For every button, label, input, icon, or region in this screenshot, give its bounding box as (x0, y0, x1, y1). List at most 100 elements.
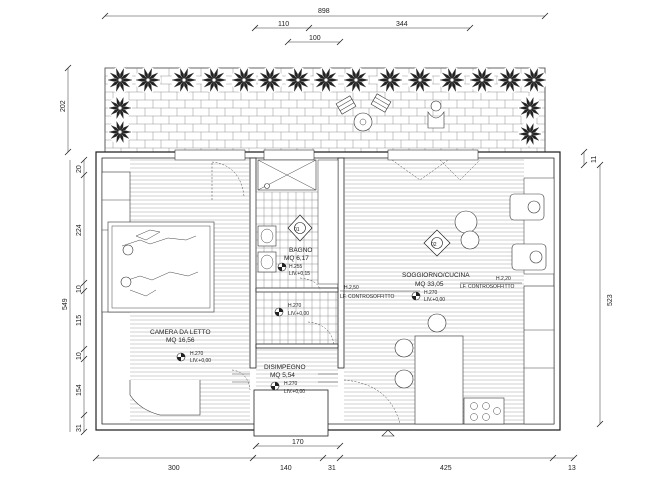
cooktop (463, 397, 505, 425)
dim-bottom-a: 170 (292, 439, 304, 446)
section-marker-living: 02 (423, 229, 451, 257)
living-name: SOGGIORNO/CUCINA (402, 272, 470, 279)
dim-left-g: 31 (76, 424, 83, 432)
deck-chair-right (370, 93, 392, 113)
utility-level-marker (274, 307, 284, 317)
dim-left-terrace: 202 (60, 100, 67, 112)
dimension-ticks (64, 12, 604, 462)
bath-level-marker (277, 262, 287, 272)
plant-icon (107, 67, 133, 93)
kitchen-island (414, 335, 464, 425)
bedroom-door-swing (231, 369, 251, 391)
plant-icon (285, 67, 311, 93)
section-label-bath: 01 (294, 227, 300, 233)
partition-bath-laundry (255, 287, 339, 293)
entrance-arrow-icon (381, 429, 395, 437)
dim-top-total: 898 (318, 8, 330, 15)
dim-left-a: 20 (76, 165, 83, 173)
entrance-door-swing (343, 379, 401, 425)
dimension-lines (67, 15, 601, 459)
dim-bottom-e: 425 (440, 465, 452, 472)
dim-left-total: 549 (62, 298, 69, 310)
hall-height: H.270 (284, 381, 298, 387)
plant-icon (257, 67, 283, 93)
utility-level: LIV.+0,00 (288, 311, 309, 317)
dim-top-b: 344 (396, 21, 408, 28)
living-height: H.270 (424, 290, 438, 296)
plant-icon (313, 67, 339, 93)
bedroom-window-swing (211, 161, 245, 200)
section-label-living: 02 (431, 242, 437, 248)
plant-icon (135, 67, 161, 93)
utility-area: H.270 LIV.+0,00 (255, 291, 338, 345)
utility-door-swing (307, 321, 335, 345)
bath-height: H.255 (289, 264, 303, 270)
ceiling-b-height: H.2,20 (496, 276, 511, 282)
living-area: MQ 33,05 (415, 281, 444, 288)
terrace-table-set (335, 93, 445, 132)
window-living (387, 149, 479, 161)
window-bath (263, 149, 315, 161)
dim-left-c: 10 (76, 285, 83, 293)
bedroom-level: LIV.+0,00 (190, 358, 211, 364)
plant-icon (108, 96, 132, 120)
terrace-round-table (353, 112, 373, 132)
dim-bottom-c: 140 (280, 465, 292, 472)
bath-area: MQ 6,17 (284, 255, 309, 262)
bath-door-swing (299, 277, 321, 291)
hall-area: MQ 5,54 (270, 372, 295, 379)
entrance-bay (253, 389, 329, 437)
bathroom: 01 BAGNO MQ 6,17 H.255 LIV.+0,15 (255, 159, 339, 291)
double-bed (107, 221, 215, 313)
partition-bath-living (337, 157, 345, 369)
utility-tiles (255, 291, 338, 344)
bed-figures (120, 229, 199, 297)
kitchen-counter (523, 285, 555, 425)
plant-icon (518, 122, 542, 146)
partition-bed-bath (249, 157, 257, 369)
stool-1 (427, 313, 447, 333)
plant-icon (377, 67, 403, 93)
bedroom-area: MQ 16,56 (166, 337, 195, 344)
dim-bottom-f: 13 (568, 465, 576, 472)
plant-icon (439, 67, 465, 93)
terrace-table-center (359, 118, 367, 126)
terrace-tiles (104, 67, 545, 152)
dim-bottom-b: 300 (168, 465, 180, 472)
plant-icon (521, 67, 547, 93)
stool-2 (394, 338, 414, 358)
plant-icon (343, 67, 369, 93)
dim-left-e: 10 (76, 352, 83, 360)
section-marker-bath: 01 (287, 214, 313, 242)
plant-icon (407, 67, 433, 93)
living-level-marker (411, 291, 421, 301)
hall-name: DISIMPEGNO (264, 364, 306, 371)
living-kitchen: 02 SOGGIORNO/CUCINA MQ 33,05 H.270 LIV.+… (340, 159, 555, 425)
plant-icon (469, 67, 495, 93)
plant-icon (518, 96, 542, 120)
ceiling-a-label: LF. CONTROSOFFITTO (340, 294, 394, 300)
terrace-plants (107, 67, 547, 146)
dim-left-d: 115 (76, 315, 83, 326)
ceiling-b-label: LF. CONTROSOFFITTO (460, 284, 514, 290)
plant-icon (497, 67, 523, 93)
plant-icon (171, 67, 197, 93)
bath-level: LIV.+0,15 (289, 271, 310, 277)
living-window-swing (391, 159, 481, 181)
bath-name: BAGNO (289, 247, 312, 254)
bedroom: CAMERA DA LETTO MQ 16,56 H.270 LIV.+0,00 (101, 161, 251, 416)
armchair-1 (509, 193, 545, 221)
hall-level-marker (270, 381, 280, 391)
hall-level: LIV.+0,00 (284, 389, 305, 395)
dim-top-c: 100 (309, 35, 321, 42)
dim-top-a: 110 (278, 21, 289, 28)
dining-chairs (394, 313, 447, 389)
hall-threshold-marks (232, 373, 338, 383)
bath-cabinet (317, 159, 339, 285)
dim-right-a: 11 (591, 156, 598, 163)
terrace-person (427, 100, 445, 129)
terrace (104, 67, 547, 153)
partition-laundry-hall (255, 343, 339, 349)
plant-icon (201, 67, 227, 93)
